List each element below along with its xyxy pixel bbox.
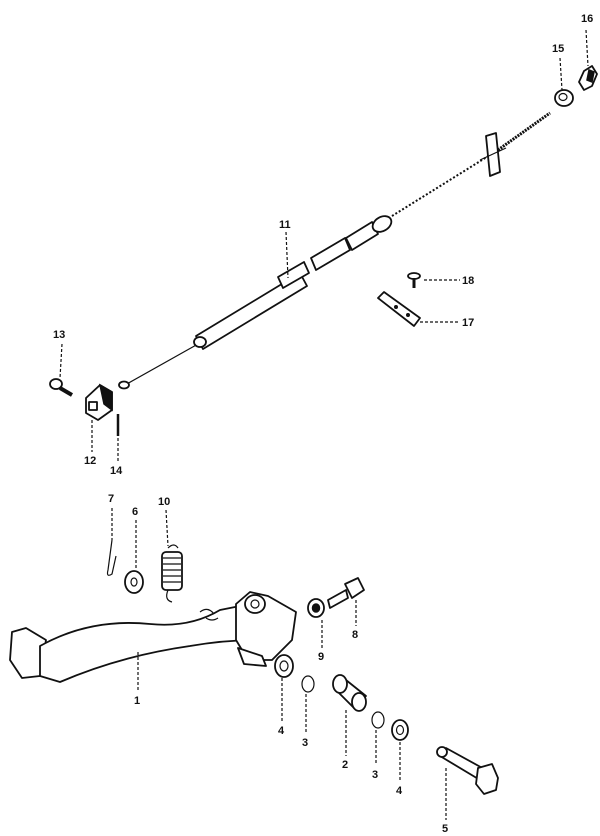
callout-9: 9 (318, 651, 324, 663)
clevis-part (85, 383, 113, 421)
clevis-pin-part (49, 378, 74, 397)
pivot-bolt-part (436, 746, 499, 795)
callout-2: 2 (342, 759, 348, 771)
stopper-bolt-part (327, 577, 365, 609)
thrust-washer-left-part (274, 654, 294, 678)
callout-15: 15 (552, 43, 564, 55)
callout-16: 16 (581, 13, 593, 25)
callout-8: 8 (352, 629, 358, 641)
pedal-bushing-part (332, 674, 367, 712)
callout-4b: 4 (396, 785, 403, 797)
callout-1: 1 (134, 695, 140, 707)
callout-numbers: 16 15 11 18 17 13 12 14 7 6 10 8 9 1 4 3… (53, 13, 593, 835)
o-ring-right-part (371, 711, 385, 729)
brake-pedal-part (9, 591, 297, 683)
callout-13: 13 (53, 329, 65, 341)
o-ring-left-part (301, 675, 315, 693)
spring-cotter-pin-part (106, 539, 117, 576)
callout-11: 11 (279, 219, 291, 231)
pivot-nut-part (307, 598, 325, 618)
wing-nut-part (578, 65, 598, 91)
callout-14: 14 (110, 465, 123, 477)
return-spring-part (161, 544, 183, 603)
adjusting-nut-part (554, 89, 574, 107)
cable-bracket-part (377, 291, 421, 327)
callout-4a: 4 (278, 725, 285, 737)
callout-7: 7 (108, 493, 114, 505)
bracket-screw-part (407, 272, 421, 288)
brake-cable (118, 111, 551, 390)
callout-18: 18 (462, 275, 474, 287)
callout-12: 12 (84, 455, 96, 467)
callout-5: 5 (442, 823, 448, 835)
callout-10: 10 (158, 496, 170, 508)
leader-lines (59, 29, 589, 820)
callout-17: 17 (462, 317, 474, 329)
callout-3b: 3 (372, 769, 378, 781)
spring-washer-part (124, 570, 144, 594)
callout-6: 6 (132, 506, 138, 518)
thrust-washer-right-part (391, 719, 409, 741)
callout-3a: 3 (302, 737, 308, 749)
